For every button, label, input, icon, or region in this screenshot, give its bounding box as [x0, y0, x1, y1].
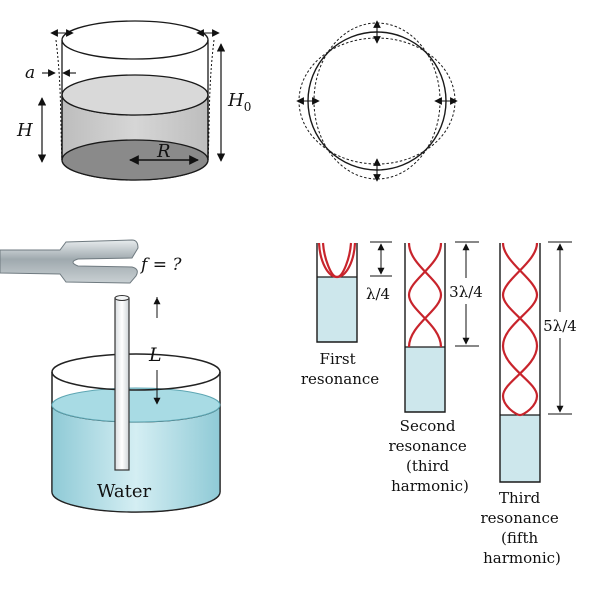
- deformed-ellipse-horizontal: [298, 37, 456, 165]
- tube3-water: [500, 415, 540, 482]
- deformed-ellipse-vertical: [313, 22, 441, 180]
- mode-shape-panel: [296, 20, 458, 182]
- tube2-length-label: 3λ/4: [449, 283, 483, 301]
- label-H: H: [16, 120, 33, 141]
- deformed-left-wall: [55, 39, 63, 161]
- liquid-surface: [61, 74, 209, 116]
- tuning-fork: [0, 239, 139, 284]
- air-column-tube: [114, 297, 130, 471]
- beaker-rim: [51, 353, 221, 391]
- tube1-caption: First resonance: [301, 350, 379, 388]
- label-H0: H0: [227, 90, 251, 114]
- tuning-fork-panel: f = ? L Water: [0, 239, 221, 513]
- deformed-right-wall: [207, 39, 215, 161]
- tube2-caption: Second resonance (third harmonic): [388, 417, 471, 495]
- tube-top-opening: [114, 295, 130, 301]
- water-surface: [51, 387, 221, 423]
- label-frequency: f = ?: [139, 255, 182, 275]
- cylinder-rim: [61, 20, 209, 60]
- label-a: a: [25, 63, 35, 83]
- tube2-water: [405, 347, 445, 412]
- tube3-outline: [499, 243, 541, 483]
- undeformed-circle: [307, 31, 447, 171]
- tube3-caption: Third resonance (fifth harmonic): [480, 489, 563, 567]
- cylinder-panel: a H H0 R: [16, 20, 251, 181]
- tube3-length-label: 5λ/4: [543, 317, 577, 335]
- tube1-outline: [316, 243, 358, 343]
- resonance-panel: λ/4 First resonance 3λ/4 Second resonanc…: [301, 241, 577, 567]
- tube3-wave: [501, 242, 539, 417]
- tube1-wave-b: [321, 242, 353, 279]
- label-L: L: [148, 344, 162, 366]
- tube1-length-label: λ/4: [366, 285, 390, 303]
- label-R: R: [156, 141, 171, 162]
- label-water: Water: [97, 481, 152, 502]
- tube1-water: [317, 277, 357, 342]
- tube2-wave: [407, 242, 443, 348]
- tube2-outline: [404, 243, 446, 413]
